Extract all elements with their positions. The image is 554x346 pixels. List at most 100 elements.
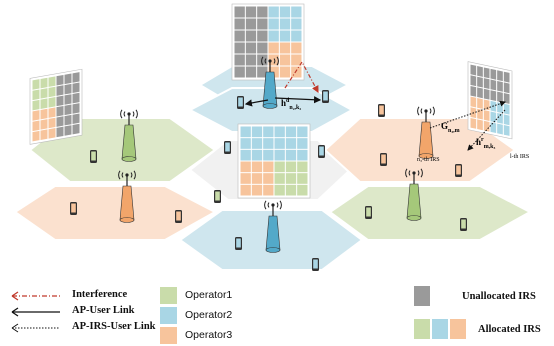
irs-element: [245, 54, 257, 66]
irs-top-grid: [231, 3, 305, 81]
irs-element: [274, 161, 285, 173]
irs-element: [234, 66, 245, 78]
irs-element: [490, 90, 497, 102]
irs-element: [477, 119, 483, 131]
irs-element: [503, 103, 510, 115]
irs-element: [285, 126, 297, 138]
irs-element: [291, 6, 302, 18]
irs-element: [64, 94, 72, 105]
irs-element: [268, 42, 279, 54]
irs-element: [56, 116, 64, 127]
irs-element: [268, 18, 279, 30]
irs-element: [32, 130, 40, 142]
irs-element: [251, 138, 263, 149]
irs-element: [268, 54, 279, 66]
irs-user-link-right: [467, 109, 506, 151]
irs-element: [251, 184, 263, 196]
irs-element: [263, 161, 274, 173]
cell-op1-right: [328, 185, 533, 241]
user-phone: [380, 153, 387, 166]
irs-element: [291, 30, 302, 42]
irs-element: [291, 42, 302, 54]
legend-ap-irs-arrow: [11, 323, 19, 333]
irs-element: [497, 70, 503, 82]
legend-allocated-irs-label: Allocated IRS: [478, 324, 541, 335]
irs-element: [245, 66, 257, 78]
label-h-direct: hdn₂,k₂: [281, 98, 301, 111]
irs-element: [497, 112, 503, 124]
irs-element: [503, 114, 510, 126]
irs-element: [297, 173, 308, 184]
legend-operator1-swatch: [160, 287, 177, 304]
irs-element: [64, 125, 72, 136]
irs-element: [251, 126, 263, 138]
user-phone: [70, 202, 77, 215]
irs-element: [234, 30, 245, 42]
irs-element: [56, 105, 64, 117]
irs-element: [56, 95, 64, 107]
user-devices: [70, 90, 467, 271]
irs-element: [285, 138, 297, 149]
interference-link: [284, 60, 319, 94]
user-phone: [175, 210, 182, 223]
irs-element: [240, 149, 251, 161]
irs-element: [64, 104, 72, 116]
irs-element: [240, 161, 251, 173]
legend-operator2-label: Operator2: [185, 309, 233, 321]
irs-element: [297, 161, 308, 173]
irs-element: [72, 103, 80, 114]
irs-element: [48, 76, 56, 87]
irs-element: [497, 91, 503, 103]
irs-element: [483, 110, 490, 121]
irs-element: [291, 54, 302, 66]
ap-user-link-top-right: [274, 96, 322, 104]
label-h-reflect: hrm,k₃: [476, 137, 496, 150]
irs-element: [268, 30, 279, 42]
irs-element: [274, 126, 285, 138]
irs-element: [257, 6, 268, 18]
irs-element: [72, 113, 80, 125]
user-phone: [224, 141, 231, 154]
irs-element: [56, 126, 64, 138]
user-phone: [237, 96, 244, 109]
cell-op3-left: [13, 185, 218, 241]
irs-element: [503, 71, 510, 83]
irs-element: [477, 76, 483, 88]
irs-element: [279, 42, 291, 54]
user-phone: [318, 145, 325, 158]
irs-element: [268, 6, 279, 18]
irs-element: [48, 117, 56, 129]
ap-operator2-bottom: [264, 200, 282, 253]
irs-element: [497, 123, 503, 135]
irs-element: [263, 184, 274, 196]
irs-element: [263, 149, 274, 161]
irs-element: [234, 42, 245, 54]
legend-ap-irs-user-label: AP-IRS-User Link: [72, 321, 156, 332]
irs-element: [48, 107, 56, 118]
user-phone: [365, 206, 372, 219]
irs-element: [291, 66, 302, 78]
irs-element: [470, 75, 477, 87]
irs-element: [483, 67, 490, 79]
irs-element: [470, 117, 477, 129]
irs-element: [490, 111, 497, 123]
irs-element: [240, 173, 251, 184]
irs-element: [72, 82, 80, 94]
user-phone: [235, 237, 242, 250]
irs-element: [257, 42, 268, 54]
irs-element: [490, 122, 497, 134]
irs-element: [56, 85, 64, 96]
legend-unallocated-irs-swatch: [414, 286, 430, 306]
irs-element: [234, 54, 245, 66]
user-phone: [322, 90, 329, 103]
irs-panel-center: [237, 123, 311, 199]
irs-element: [483, 99, 490, 111]
irs-element: [245, 42, 257, 54]
irs-element: [251, 161, 263, 173]
irs-element: [483, 78, 490, 89]
ap-user-link-top: [244, 99, 269, 107]
irs-element: [245, 30, 257, 42]
irs-element: [279, 66, 291, 78]
user-phone: [378, 104, 385, 117]
irs-element: [297, 126, 308, 138]
